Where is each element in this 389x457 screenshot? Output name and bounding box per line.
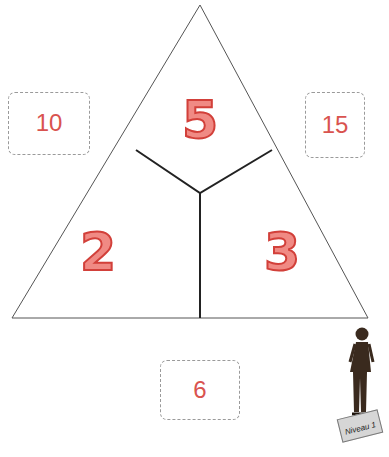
region-divider	[136, 150, 272, 193]
region-divider	[199, 193, 201, 318]
triangle-region: 2	[72, 220, 124, 284]
region-number: 5	[182, 94, 218, 146]
level-sign: Niveau 1	[337, 410, 383, 443]
level-label: Niveau 1	[344, 421, 377, 437]
sum-number: 10	[36, 111, 63, 135]
region-number: 2	[80, 226, 116, 278]
sum-number: 6	[193, 378, 206, 402]
triangle-region: 3	[256, 220, 308, 284]
triangle-outline	[12, 5, 368, 318]
region-number: 3	[264, 226, 300, 278]
sum-box: 6	[160, 360, 240, 420]
sum-number: 15	[322, 113, 349, 137]
triangle-region: 5	[174, 88, 226, 152]
sum-box: 15	[305, 92, 365, 158]
figure-person	[350, 328, 373, 415]
sum-box: 10	[8, 92, 90, 155]
